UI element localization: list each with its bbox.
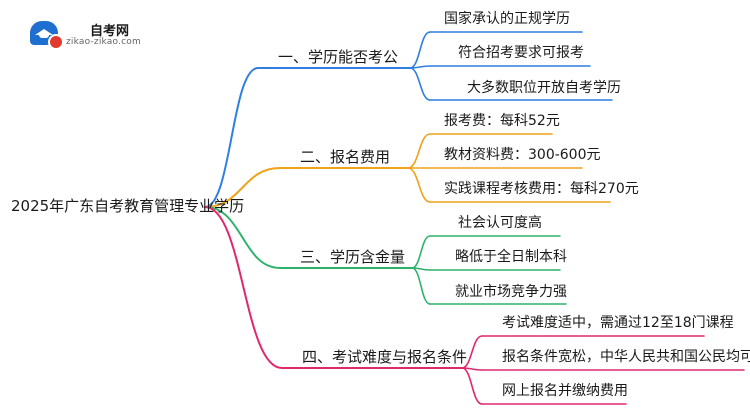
branch-4-label: 四、考试难度与报名条件 bbox=[302, 348, 468, 366]
branch-3-leaf-1: 社会认可度高 bbox=[458, 215, 542, 231]
branch-3-leaf-2: 略低于全日制本科 bbox=[455, 249, 567, 265]
branch-3-leaf-3: 就业市场竞争力强 bbox=[455, 284, 567, 300]
branch-3-connector bbox=[204, 206, 281, 269]
branch-4-leaf-1-connector bbox=[461, 335, 483, 369]
branch-1-leaf-2: 符合招考要求可报考 bbox=[458, 45, 584, 61]
branch-2-label: 二、报名费用 bbox=[300, 148, 391, 166]
mindmap-root: 2025年广东自考教育管理专业学历 bbox=[11, 197, 245, 215]
branch-1-leaf-1-connector bbox=[409, 31, 431, 69]
branch-1-leaf-1: 国家承认的正规学历 bbox=[444, 11, 570, 27]
logo-subtitle: zikao-zikao.com bbox=[66, 37, 141, 47]
branch-2-leaf-1: 报考费：每科52元 bbox=[444, 113, 560, 129]
branch-4-leaf-2: 报名条件宽松，中华人民共和国公民均可参加 bbox=[502, 349, 750, 365]
branch-1-leaf-3-connector bbox=[409, 67, 431, 101]
branch-1-leaf-3: 大多数职位开放自考学历 bbox=[467, 80, 621, 96]
logo-title: 自考网 bbox=[90, 24, 130, 39]
branch-1-label: 一、学历能否考公 bbox=[278, 48, 399, 66]
graduation-cap-icon bbox=[30, 21, 58, 45]
site-logo: 自考网 zikao-zikao.com bbox=[28, 16, 178, 50]
branch-2-connector bbox=[204, 167, 281, 208]
branch-3-leaf-3-connector bbox=[411, 267, 431, 305]
branch-3-leaf-1-connector bbox=[411, 235, 431, 269]
branch-4-leaf-3: 网上报名并缴纳费用 bbox=[502, 383, 628, 399]
branch-4-leaf-3-connector bbox=[461, 367, 483, 405]
branch-2-leaf-3-connector bbox=[407, 167, 431, 203]
branch-2-leaf-2: 教材资料费：300-600元 bbox=[444, 147, 601, 163]
logo-dot-icon bbox=[48, 34, 64, 50]
branch-2-leaf-3: 实践课程考核费用：每科270元 bbox=[444, 181, 639, 197]
branch-1-connector bbox=[204, 67, 259, 208]
branch-3-label: 三、学历含金量 bbox=[300, 248, 406, 266]
branch-2-leaf-1-connector bbox=[407, 133, 431, 169]
branch-4-connector bbox=[204, 206, 283, 369]
branch-4-leaf-1: 考试难度适中，需通过12至18门课程 bbox=[502, 315, 734, 331]
